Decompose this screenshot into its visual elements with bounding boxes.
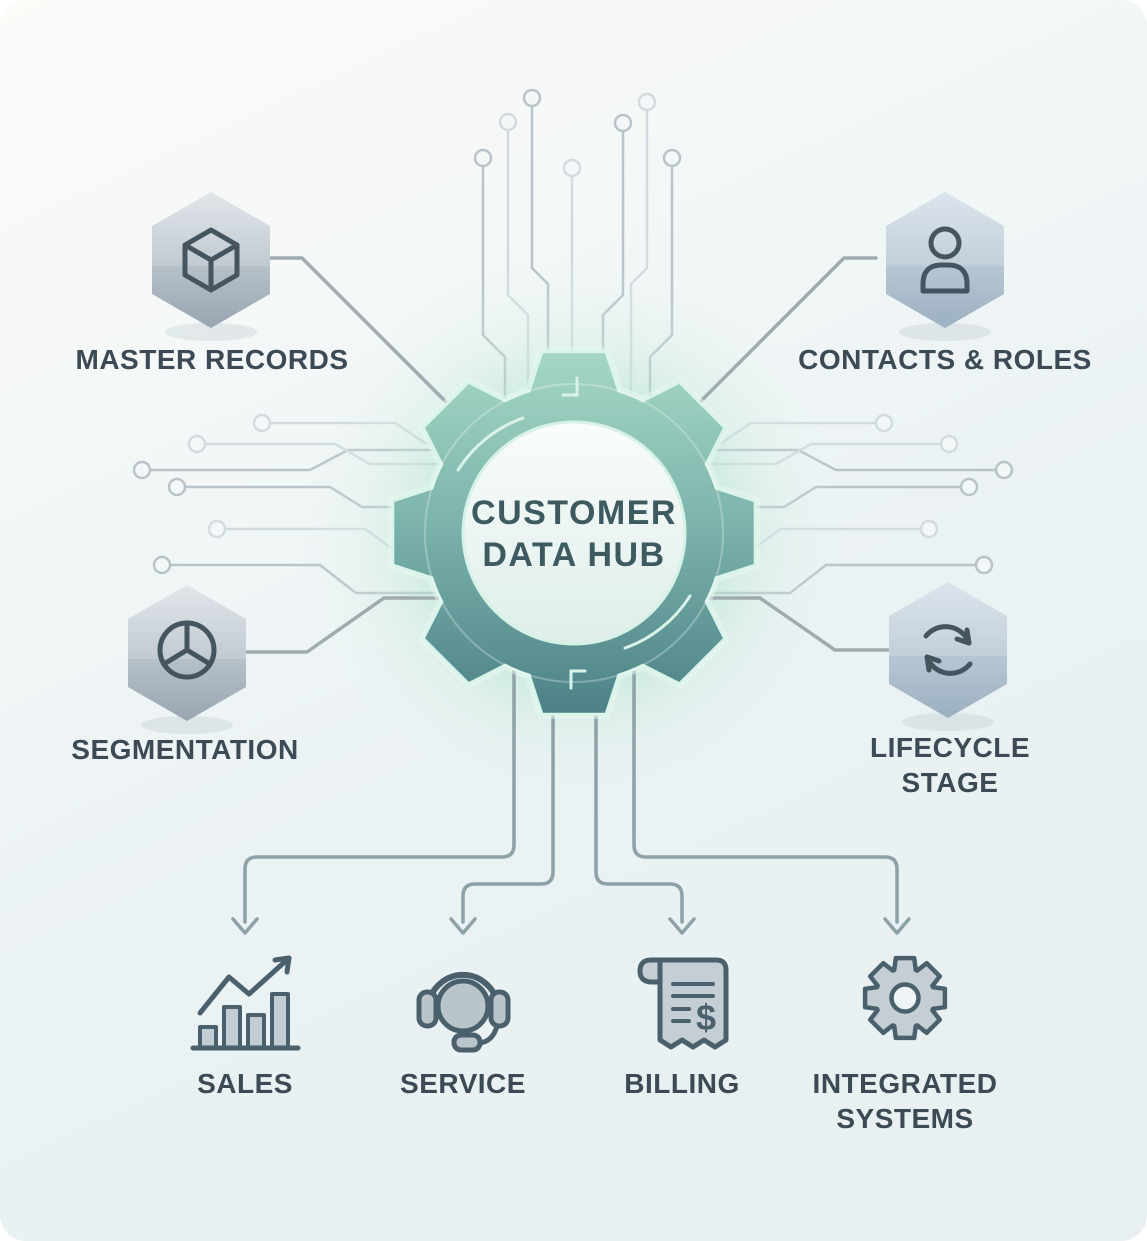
label-service: SERVICE bbox=[400, 1068, 526, 1099]
arrow-down-icon bbox=[449, 917, 477, 935]
person-icon bbox=[920, 226, 970, 294]
label-lifecycle-line2: STAGE bbox=[901, 767, 999, 798]
receipt-icon: $ bbox=[637, 957, 729, 1050]
dollar-glyph: $ bbox=[696, 997, 716, 1038]
contacts-roles-badge bbox=[886, 192, 1004, 341]
label-segmentation: SEGMENTATION bbox=[71, 734, 299, 765]
cube-icon bbox=[182, 227, 240, 293]
label-integrated-line1: INTEGRATED bbox=[812, 1068, 998, 1099]
label-billing: BILLING bbox=[624, 1068, 740, 1099]
connector-billing bbox=[594, 698, 684, 924]
master-records-badge bbox=[152, 192, 270, 341]
cycle-arrows-icon bbox=[923, 624, 973, 676]
arrow-down-icon bbox=[883, 917, 911, 935]
headset-icon bbox=[416, 971, 511, 1053]
hub-title-line2: DATA HUB bbox=[482, 536, 666, 574]
hub-title: CUSTOMER DATA HUB bbox=[471, 492, 677, 576]
arrow-down-icon bbox=[231, 917, 259, 935]
connector-master-records bbox=[268, 256, 472, 428]
arrow-down-icon bbox=[668, 917, 696, 935]
growth-chart-icon bbox=[190, 955, 301, 1051]
pie-chart-icon bbox=[157, 620, 217, 680]
label-integrated-line2: SYSTEMS bbox=[836, 1103, 974, 1134]
connector-service bbox=[461, 698, 555, 924]
connector-sales bbox=[243, 658, 516, 924]
connector-integrated-systems bbox=[632, 658, 899, 924]
label-sales: SALES bbox=[197, 1068, 293, 1099]
gear-icon bbox=[862, 955, 948, 1041]
label-integrated-systems: INTEGRATED SYSTEMS bbox=[813, 1066, 998, 1136]
label-contacts-roles: CONTACTS & ROLES bbox=[798, 344, 1092, 375]
label-lifecycle-stage: LIFECYCLE STAGE bbox=[870, 730, 1030, 800]
connectors bbox=[245, 256, 890, 654]
segmentation-badge bbox=[128, 585, 246, 734]
hub-inner-circle bbox=[461, 420, 687, 646]
hub-gear bbox=[388, 347, 760, 719]
connector-lifecycle-stage bbox=[682, 596, 890, 652]
output-connectors bbox=[231, 658, 911, 935]
label-lifecycle-line1: LIFECYCLE bbox=[869, 732, 1031, 763]
lifecycle-stage-badge bbox=[889, 582, 1007, 731]
hub-title-line1: CUSTOMER bbox=[471, 494, 677, 532]
label-master-records: MASTER RECORDS bbox=[75, 344, 349, 375]
connector-segmentation bbox=[245, 596, 464, 654]
connector-contacts-roles bbox=[674, 256, 878, 428]
